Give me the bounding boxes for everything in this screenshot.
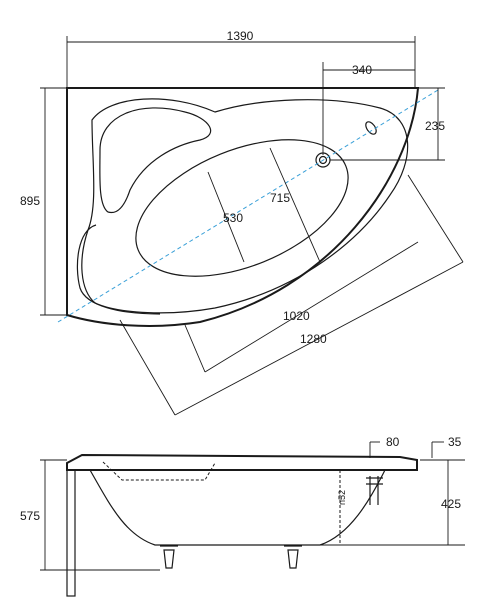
drain-inner: [318, 155, 328, 165]
rim-outline: [66, 453, 418, 471]
dim-drain-y-label: 235: [425, 119, 445, 133]
side-view: 575 80 35 425 n52: [20, 435, 465, 597]
dim-diag-inner-label: 1020: [283, 309, 310, 323]
side-panel: [66, 469, 76, 597]
foot-left: [160, 545, 178, 569]
tub-body: [89, 469, 386, 546]
backrest-outline: [99, 107, 212, 214]
dim-depth-label: 425: [441, 497, 461, 511]
dim-overflow-label: n52: [337, 490, 347, 505]
dim-diag-outer-label: 1280: [300, 332, 327, 346]
tub-outer-outline: [66, 87, 420, 327]
dim-width-label: 1390: [227, 29, 254, 43]
overflow-icon: [365, 121, 377, 135]
dim-depth-label: 895: [20, 194, 40, 208]
dim-drain-x-label: 340: [352, 63, 372, 77]
armrest-outline: [76, 224, 161, 315]
foot-right: [284, 545, 302, 569]
basin-dashed: [102, 461, 216, 481]
dim-rim-label: 80: [386, 435, 400, 449]
dim-inner-length-label: 715: [270, 191, 290, 205]
dim-height-label: 575: [20, 509, 40, 523]
basin-ellipse: [135, 139, 349, 277]
top-view: 1390 895 340 235 530 715 1020 1280: [20, 29, 464, 416]
dim-lip-label: 35: [448, 435, 462, 449]
dim-inner-width-label: 530: [223, 211, 243, 225]
centerline: [57, 89, 439, 323]
tub-inner-rim: [81, 98, 409, 314]
